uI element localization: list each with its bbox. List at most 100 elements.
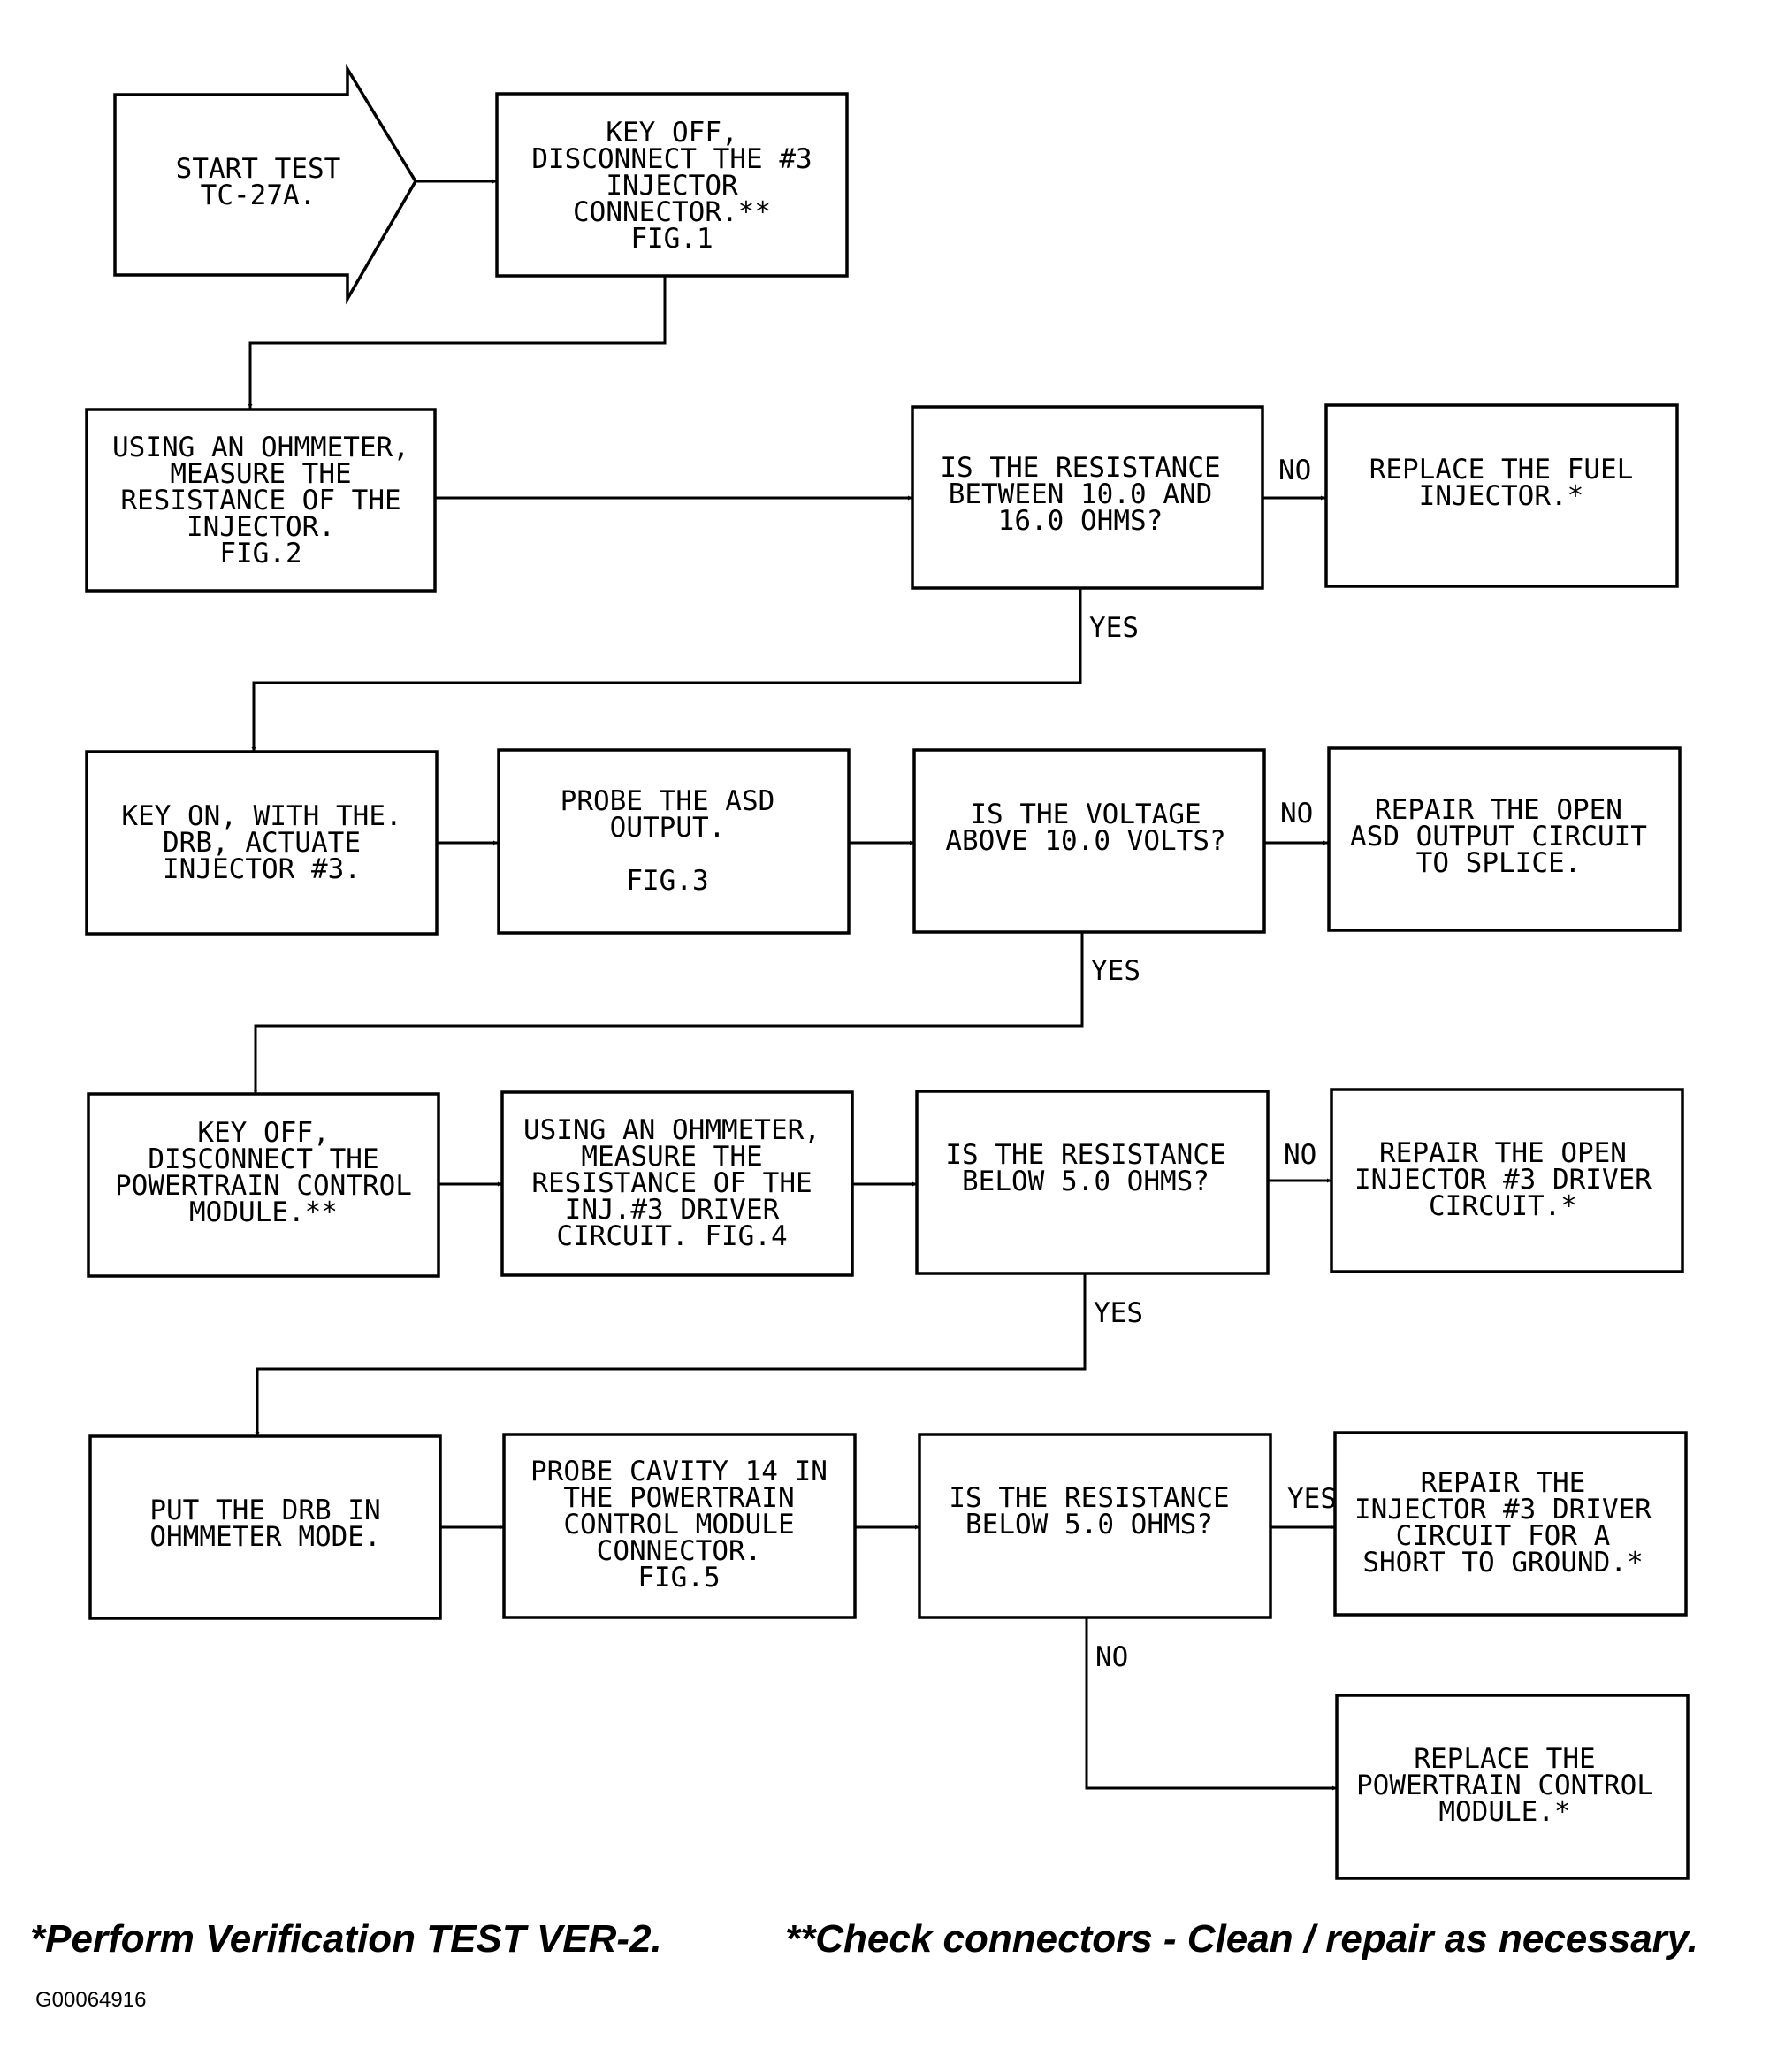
text-line: CIRCUIT.* [1429,1190,1577,1222]
text-line: FIG.3 [626,865,708,897]
label-d2-yes: YES [1091,955,1140,987]
text-line: FIG.1 [630,223,713,255]
text-line: MODULE.* [1438,1796,1570,1828]
connector-d2-to-n5 [253,932,1084,1094]
connector-d1-to-n3 [251,588,1082,752]
result-box [1324,403,1679,588]
text-line: REPLACE THE [1414,1743,1595,1775]
text-line: CONTROL MODULE [563,1509,794,1541]
text-line: CONNECTOR. [597,1535,762,1567]
text-line: PUT THE DRB IN [149,1495,380,1526]
result-box [1335,1694,1690,1880]
text-line: CONNECTOR.** [573,196,771,228]
text-line: IS THE RESISTANCE [949,1482,1229,1514]
result-box [1333,1431,1688,1617]
text-line: 16.0 OHMS? [998,505,1163,537]
text-line: KEY OFF, [197,1117,329,1149]
text-line: MEASURE THE [170,458,351,490]
text-line: INJECTOR #3 DRIVER [1354,1164,1652,1196]
result-box [1327,746,1682,932]
connector-lines [248,179,1337,1791]
figure-id: G00064916 [35,1988,147,2012]
text-line: KEY ON, WITH THE. [121,800,401,832]
text-line: TC-27A. [201,180,317,211]
decision-box [911,405,1264,590]
step-box [500,1090,854,1277]
text-line: INJ.#3 DRIVER [565,1194,780,1226]
text-line: THE POWERTRAIN [563,1482,794,1514]
text-line: KEY OFF, [606,117,737,149]
text-line: START TEST [176,153,341,185]
text-line: INJECTOR #3 DRIVER [1354,1494,1652,1525]
text-line: IS THE VOLTAGE [970,799,1201,830]
text-line: BELOW 5.0 OHMS? [965,1509,1213,1541]
label-d2-no: NO [1280,798,1313,830]
text-line: SHORT TO GROUND.* [1362,1547,1643,1579]
decision-box [918,1433,1272,1619]
label-d4-yes: YES [1287,1483,1337,1515]
text-line: FIG.2 [219,538,301,570]
step-box [85,750,439,936]
text-line: REPAIR THE OPEN [1375,794,1622,826]
step-box [85,408,437,593]
text-line: IS THE RESISTANCE [945,1139,1225,1171]
text-line: RESISTANCE OF THE [120,485,400,516]
connector-n1-to-n2 [248,276,667,409]
step-box [495,92,849,278]
label-d3-yes: YES [1094,1297,1143,1329]
text-line: PROBE CAVITY 14 IN [530,1456,828,1487]
text-line: INJECTOR. [187,511,335,543]
text-line: FIG.5 [637,1562,720,1594]
text-line: REPAIR THE [1421,1467,1586,1499]
label-d1-no: NO [1278,455,1311,486]
text-line: MODULE.** [189,1197,338,1228]
text-line: USING AN OHMMETER, [523,1114,820,1146]
text-line: REPLACE THE FUEL [1369,454,1634,486]
start-arrow-shape [113,63,418,305]
text-line: INJECTOR [606,170,738,202]
text-line: REPAIR THE OPEN [1379,1137,1627,1169]
text-line: ABOVE 10.0 VOLTS? [945,825,1225,857]
connector-d4-to-r5 [1085,1617,1337,1791]
footnote-connectors: **Check connectors - Clean / repair as n… [785,1917,1698,1961]
text-line: DRB, ACTUATE [163,827,361,859]
text-line: INJECTOR #3. [163,853,361,885]
text-line: POWERTRAIN CONTROL [115,1170,412,1202]
text-line: MEASURE THE [581,1141,762,1173]
text-line: RESISTANCE OF THE [531,1167,812,1199]
text-line: PROBE THE ASD [561,785,775,817]
text-line: BELOW 5.0 OHMS? [962,1166,1209,1197]
text-line: BETWEEN 10.0 AND [949,478,1213,510]
text-line: INJECTOR.* [1419,480,1584,512]
